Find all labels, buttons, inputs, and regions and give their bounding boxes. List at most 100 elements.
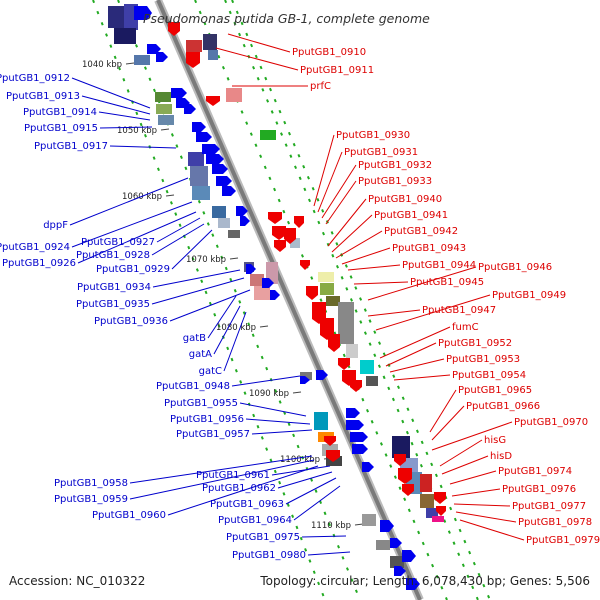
reverse-gene-arrow [402,484,414,496]
gene-labels: PputGB1_0912PputGB1_0913PputGB1_0914Pput… [0,47,600,561]
forward-gene-arrow [406,578,420,590]
forward-gene-label: gatA [189,349,212,360]
forward-gene-arrow [316,370,328,380]
forward-label-leader [152,269,241,288]
cog-block [254,286,270,300]
scale-tick-mark [229,257,239,260]
topology-label: Topology: [260,574,317,588]
forward-gene-label: PputGB1_0960 [92,510,166,521]
backbone-core [156,0,422,600]
genome-backbone [154,0,424,600]
cog-block [212,206,226,218]
cog-block [134,55,150,65]
reverse-label-leader [429,389,457,433]
reverse-gene-label: PputGB1_0943 [392,243,466,254]
forward-gene-label: gatC [199,366,222,377]
cog-block [290,238,300,248]
reverse-gene-arrow [436,506,446,516]
forward-label-leader [69,177,189,226]
forward-gene-arrow [394,566,406,576]
reverse-gene-arrow [168,22,180,36]
reverse-gene-label: PputGB1_0974 [498,466,572,477]
reverse-gene-label: PputGB1_0911 [300,65,374,76]
reverse-gene-arrow [324,436,336,446]
reverse-gene-label: PputGB1_0976 [502,484,576,495]
reverse-gene-label: PputGB1_0966 [466,401,540,412]
reverse-label-leader [439,439,483,467]
reverse-gene-arrow [300,260,310,270]
forward-label-leader [171,229,213,270]
scale-tick-mark [165,194,175,197]
forward-gene-arrow [171,88,187,98]
forward-label-leader [285,477,337,505]
cog-block [190,166,208,186]
forward-gene-label: PputGB1_0959 [54,494,128,505]
forward-gene-arrow [184,104,196,114]
reverse-label-leader [313,134,335,207]
reverse-gene-label: PputGB1_0978 [518,517,592,528]
forward-gene-label: PputGB1_0955 [164,398,238,409]
reverse-gene-arrow [268,212,282,224]
forward-gene-arrow [390,538,402,548]
reverse-gene-label: PputGB1_0970 [514,417,588,428]
cog-block [426,508,438,518]
reverse-gene-arrow [398,468,412,484]
forward-gene-label: PputGB1_0912 [0,73,70,84]
cog-block [390,556,404,568]
forward-gene-arrow [222,186,236,196]
cog-block [156,104,172,114]
forward-gene-label: PputGB1_0914 [23,107,97,118]
forward-label-leader [109,145,177,149]
cog-block [420,494,434,508]
forward-label-leader [129,455,313,484]
forward-gene-label: PputGB1_0957 [176,429,250,440]
reverse-gene-label: PputGB1_0941 [374,210,448,221]
scale-tick-mark [292,391,302,394]
scale-tick-label: 1060 kbp [122,192,162,202]
forward-gene-arrow [300,376,310,384]
forward-label-leader [81,95,151,115]
reverse-label-leader [327,198,367,247]
forward-gene-label: PputGB1_0924 [0,242,70,253]
forward-label-leader [151,223,205,256]
reverse-label-leader [367,266,477,301]
reverse-gene-label: PputGB1_0931 [344,147,418,158]
forward-label-leader [277,471,333,489]
forward-gene-label: PputGB1_0913 [6,91,80,102]
forward-gene-label: gatB [183,333,206,344]
guide-track-5 [231,0,491,600]
reverse-gene-label: PputGB1_0949 [492,290,566,301]
forward-label-leader [71,201,193,248]
forward-gene-label: PputGB1_0928 [76,250,150,261]
reverse-label-leader [335,230,383,259]
forward-label-leader [239,402,307,417]
cog-block [260,130,276,140]
reverse-label-leader [455,511,517,523]
reverse-label-leader [353,281,409,285]
forward-gene-label: PputGB1_0964 [218,515,292,526]
reverse-gene-arrow [306,286,318,300]
forward-gene-label: PputGB1_0917 [34,141,108,152]
accession-text: Accession: NC_010322 [9,574,145,588]
reverse-gene-arrow [338,358,350,370]
cog-block [326,296,340,306]
reverse-label-leader [441,455,489,475]
forward-gene-arrow [246,264,256,274]
reverse-gene-arrow [284,228,296,244]
reverse-gene-label: PputGB1_0952 [438,338,512,349]
scale-tick-mark [125,62,135,65]
forward-label-leader [151,277,245,305]
reverse-gene-label: fumC [452,322,479,333]
forward-gene-label: PputGB1_0963 [210,499,284,510]
scale-tick-label: 1040 kbp [82,60,122,70]
reverse-gene-label: PputGB1_0910 [292,47,366,58]
forward-gene-arrow [156,52,168,62]
forward-label-leader [156,217,201,243]
forward-label-leader [71,77,151,109]
length-value: 6,078,430 bp [421,574,502,588]
scale-tick-label: 1070 kbp [186,255,226,265]
forward-label-leader [167,465,319,516]
reverse-gene-label: PputGB1_0944 [402,260,476,271]
